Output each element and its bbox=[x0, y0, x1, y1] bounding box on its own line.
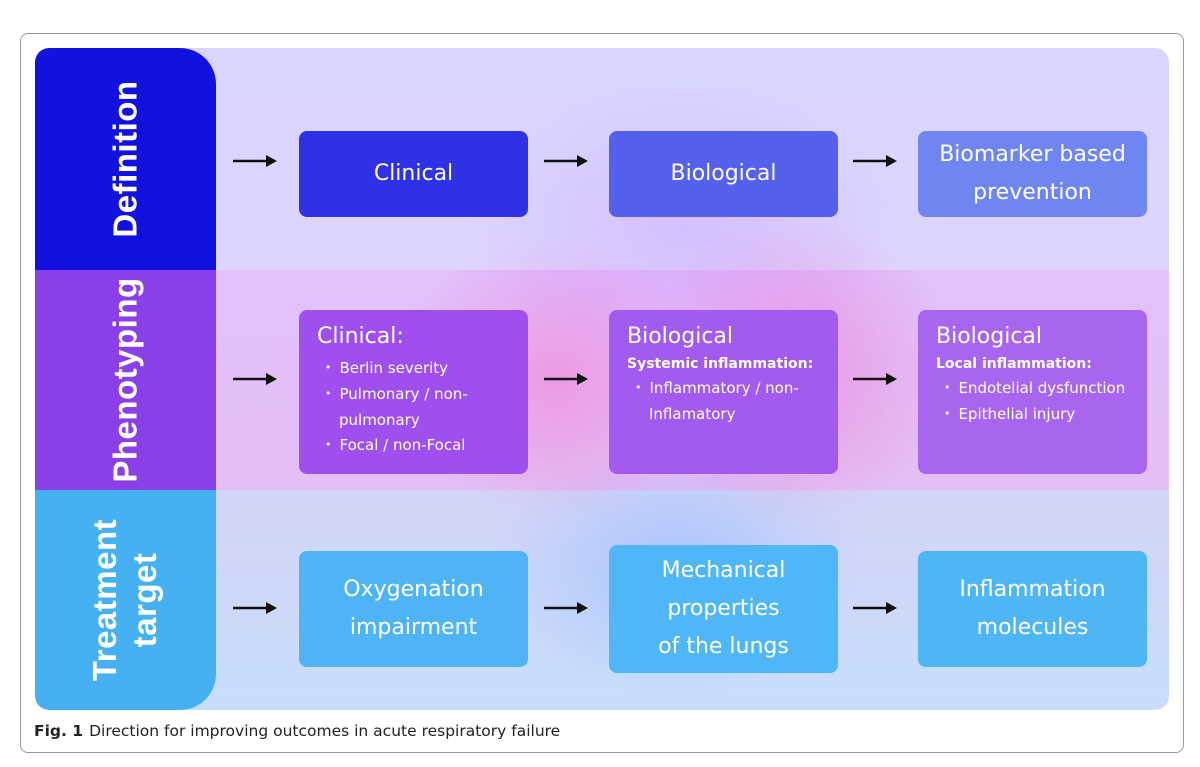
systemic-inflammation-list: Inflammatory / non- Inflamatory bbox=[627, 376, 799, 427]
arrow-right-icon bbox=[233, 602, 277, 614]
definition-label: Definition bbox=[106, 80, 144, 238]
arrow-right-icon bbox=[233, 155, 277, 167]
figure-number: Fig. 1 bbox=[34, 722, 84, 740]
list-item-continuation: Inflamatory bbox=[649, 405, 736, 423]
local-inflammation-list: Endotelial dysfunction Epithelial injury bbox=[936, 376, 1126, 428]
list-item: Endotelial dysfunction bbox=[944, 376, 1126, 402]
list-item-continuation: pulmonary bbox=[339, 411, 420, 429]
phenotyping-box-biological-local: Biological Local inflammation: Endotelia… bbox=[918, 310, 1147, 474]
clinical-phenotype-list: Berlin severity Pulmonary / non- pulmona… bbox=[317, 356, 468, 459]
treatment-box-inflammation: Inflammation molecules bbox=[918, 551, 1147, 667]
definition-box-clinical: Clinical bbox=[299, 131, 528, 217]
treatment-label-line2: target bbox=[126, 552, 164, 648]
phenotyping-row-header: Phenotyping bbox=[35, 270, 216, 490]
list-item: Pulmonary / non- bbox=[325, 382, 468, 408]
caption-text: Direction for improving outcomes in acut… bbox=[89, 722, 561, 740]
treatment-box-oxygenation: Oxygenation impairment bbox=[299, 551, 528, 667]
treatment-box-mechanical: Mechanical properties of the lungs bbox=[609, 545, 838, 673]
phenotyping-label: Phenotyping bbox=[106, 277, 144, 483]
treatment-row-header: Treatment target bbox=[35, 490, 216, 710]
arrow-right-icon bbox=[544, 155, 588, 167]
arrow-right-icon bbox=[544, 602, 588, 614]
list-item: Inflammatory / non- bbox=[635, 376, 799, 402]
arrow-right-icon bbox=[853, 373, 897, 385]
figure-frame: Definition Phenotyping Treatment target … bbox=[20, 33, 1184, 753]
definition-box-biomarker: Biomarker based prevention bbox=[918, 131, 1147, 217]
phenotyping-box-biological-systemic: Biological Systemic inflammation: Inflam… bbox=[609, 310, 838, 474]
arrow-right-icon bbox=[853, 602, 897, 614]
diagram: Definition Phenotyping Treatment target … bbox=[35, 48, 1169, 710]
definition-box-biological: Biological bbox=[609, 131, 838, 217]
list-item: Focal / non-Focal bbox=[325, 433, 468, 459]
treatment-label-line1: Treatment bbox=[86, 518, 124, 682]
arrow-right-icon bbox=[544, 373, 588, 385]
arrow-right-icon bbox=[233, 373, 277, 385]
list-item: Berlin severity bbox=[325, 356, 468, 382]
definition-row-header: Definition bbox=[35, 48, 216, 270]
list-item: Epithelial injury bbox=[944, 402, 1125, 428]
treatment-label: Treatment target bbox=[86, 519, 166, 681]
figure-caption: Fig. 1 Direction for improving outcomes i… bbox=[34, 722, 560, 740]
phenotyping-box-clinical: Clinical: Berlin severity Pulmonary / no… bbox=[299, 310, 528, 474]
arrow-right-icon bbox=[853, 155, 897, 167]
